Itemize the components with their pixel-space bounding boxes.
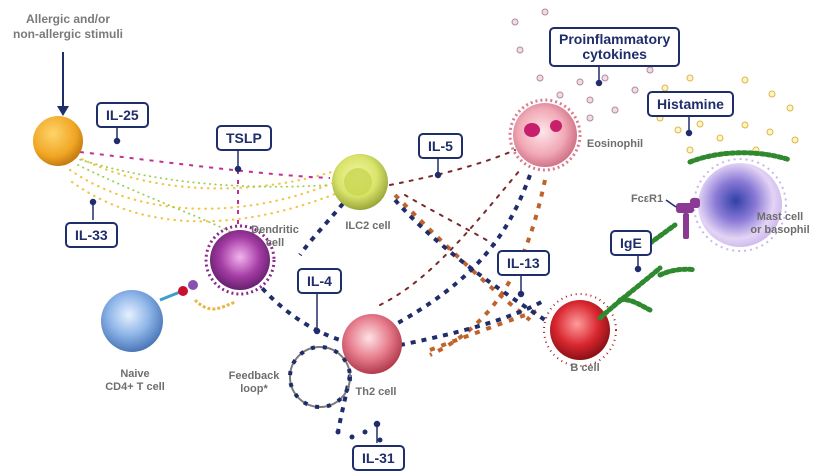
il33-molecule-chains	[63, 148, 342, 223]
b-cell-projections	[543, 293, 617, 367]
b-cell	[550, 300, 610, 360]
stimulus-cell	[33, 116, 83, 166]
th2-cell	[342, 314, 402, 374]
antigen	[178, 286, 188, 296]
il13-molecule-chains	[393, 179, 547, 357]
stimulus-line-1: Allergic and/or	[25, 12, 111, 26]
cytokines-label: Proinflammatory cytokines	[549, 27, 681, 67]
th2-caption: Th2 cell	[355, 386, 397, 398]
feedback-caption: Feedback loop*	[224, 370, 284, 396]
b-cell-caption: B cell	[570, 362, 600, 374]
eosinophil-nucleus-lobe-1	[524, 123, 540, 137]
mast-cell	[698, 163, 782, 247]
dendritic-cell	[210, 230, 270, 290]
mast-cell-caption: Mast cell or basophil	[745, 211, 814, 237]
eosinophil-caption: Eosinophil	[586, 138, 644, 150]
eosinophil-nucleus-lobe-2	[550, 120, 562, 132]
eosinophil-membrane	[508, 98, 582, 172]
naive-t-caption: Naive CD4+ T cell	[95, 368, 175, 394]
ige-label: IgE	[610, 230, 652, 256]
feedback-line-1: Feedback	[228, 370, 280, 382]
feedback-loop	[288, 345, 352, 409]
tslp-label: TSLP	[216, 125, 272, 151]
mast-line-1: Mast cell	[756, 211, 804, 223]
il31-granules	[335, 429, 383, 443]
dendritic-cell-processes	[204, 224, 276, 296]
stimulus-label: Allergic and/or non-allergic stimuli	[3, 12, 133, 42]
dendritic-line-2: cell	[265, 237, 285, 249]
naive-line-1: Naive	[120, 368, 150, 380]
il4-molecule-chains	[253, 174, 547, 433]
mhc-molecule	[188, 280, 198, 290]
fcer1-caption: FcεR1	[630, 193, 664, 205]
cytokines-line-1: Proinflammatory	[559, 31, 671, 47]
il5-label: IL-5	[418, 133, 463, 159]
il33-label: IL-33	[65, 222, 118, 248]
mhc-chain	[193, 298, 236, 311]
naive-line-2: CD4+ T cell	[105, 381, 165, 393]
il25-label: IL-25	[96, 102, 149, 128]
feedback-line-2: loop*	[240, 383, 268, 395]
mast-line-2: or basophil	[750, 224, 810, 236]
histamine-label: Histamine	[647, 91, 734, 117]
label-leaders	[89, 65, 693, 443]
il5-molecule-chains	[379, 149, 521, 306]
il13-label: IL-13	[497, 250, 550, 276]
tcr-receptor	[159, 290, 181, 302]
naive-t-cell	[101, 290, 163, 352]
dendritic-caption: Dendritic cell	[250, 224, 300, 250]
il31-label: IL-31	[352, 445, 405, 471]
il4-label: IL-4	[297, 268, 342, 294]
stimulus-arrow	[57, 52, 69, 116]
stimulus-line-2: non-allergic stimuli	[12, 27, 123, 41]
dendritic-line-1: Dendritic	[251, 224, 299, 236]
cytokines-line-2: cytokines	[582, 46, 647, 62]
fcer1-receptor	[676, 198, 700, 239]
eosinophil-cell	[513, 103, 577, 167]
tslp-molecule-chain	[79, 151, 331, 232]
ilc2-caption: ILC2 cell	[345, 220, 391, 232]
ilc2-nucleus	[344, 168, 372, 196]
